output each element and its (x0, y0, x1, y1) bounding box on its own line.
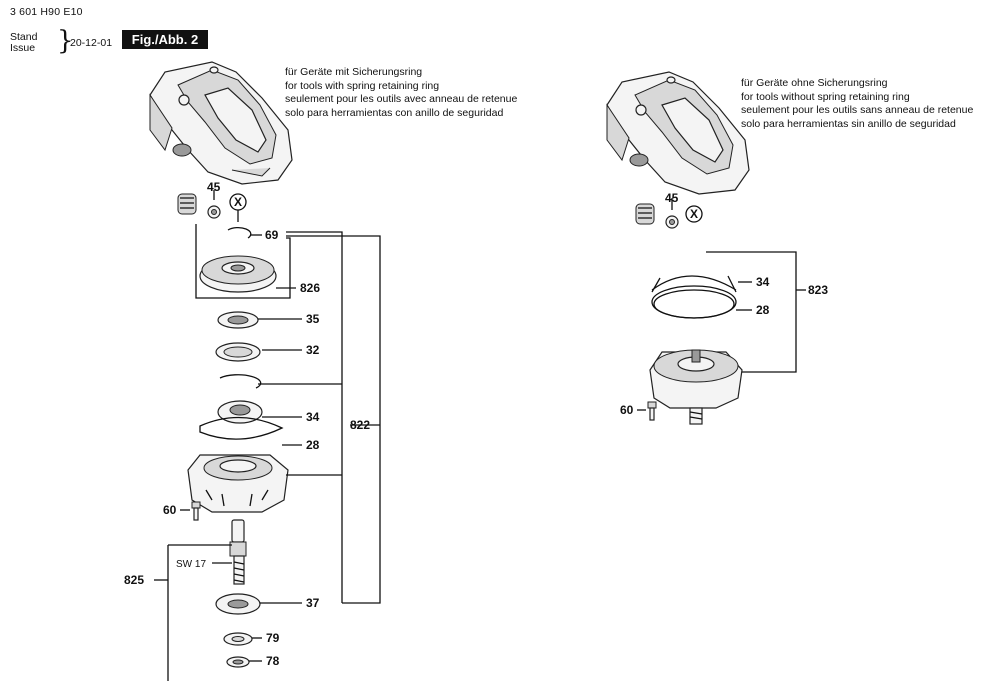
note-line: seulement pour les outils avec anneau de… (285, 93, 518, 105)
note-line: for tools with spring retaining ring (285, 79, 440, 92)
right-screw-part-60 (647, 401, 657, 421)
label-part-45-right: 45 (665, 191, 679, 205)
brace-glyph: } (57, 26, 74, 56)
note-with-retaining-ring: für Geräte mit Sicherungsring for tools … (285, 66, 517, 120)
left-ring-part-28 (199, 416, 284, 440)
left-spindle-part-825 (229, 519, 247, 585)
label-part-60-right: 60 (620, 403, 634, 417)
left-screw-part-60 (191, 501, 201, 521)
right-retaining-part-34 (651, 275, 737, 293)
label-part-822: 822 (350, 418, 370, 432)
left-washer-part-78 (226, 656, 250, 668)
label-part-60-left: 60 (163, 503, 177, 517)
right-leader-lines (637, 198, 806, 411)
issue-date: 20-12-01 (70, 37, 113, 49)
label-part-78: 78 (266, 654, 280, 668)
issue-label: Issue (10, 42, 36, 54)
label-sw17: SW 17 (176, 559, 206, 570)
note-without-retaining-ring: für Geräte ohne Sicherungsring for tools… (741, 77, 973, 131)
label-part-826: 826 (300, 281, 320, 295)
label-part-28-left: 28 (306, 438, 320, 452)
note-line: für Geräte ohne Sicherungsring (741, 77, 888, 89)
figure-badge: Fig./Abb. 2 (122, 30, 208, 49)
note-line: seulement pour les outils sans anneau de… (741, 104, 974, 116)
left-leader-lines (154, 190, 381, 681)
right-pinion-part-45 (635, 203, 679, 229)
left-flange-housing (187, 454, 289, 513)
label-part-825: 825 (124, 573, 144, 587)
left-bearing-part-37 (215, 593, 261, 615)
left-ring-part-32 (215, 342, 261, 362)
label-x-left: X (234, 195, 242, 209)
right-bearing-flange-assembly (649, 349, 743, 425)
label-part-45-left: 45 (207, 180, 221, 194)
document-number: 3 601 H90 E10 (10, 6, 83, 18)
left-washer-part-79 (223, 632, 253, 646)
label-part-79: 79 (266, 631, 280, 645)
note-line: für Geräte mit Sicherungsring (285, 66, 423, 78)
note-line: for tools without spring retaining ring (741, 90, 910, 103)
label-part-32: 32 (306, 343, 320, 357)
left-circlip-part-69 (227, 226, 252, 239)
note-line: solo para herramientas sin anillo de seg… (741, 117, 956, 130)
left-bevel-gear-part-826 (199, 255, 277, 293)
stand-label: Stand (10, 31, 38, 43)
label-part-35: 35 (306, 312, 320, 326)
label-part-69: 69 (265, 228, 279, 242)
left-circlip-ring (219, 374, 262, 389)
label-part-34-left: 34 (306, 410, 320, 424)
right-ring-part-28 (651, 285, 737, 319)
left-seal-part-35 (217, 311, 259, 329)
left-gear-housing-illustration (149, 61, 293, 185)
label-part-823: 823 (808, 283, 828, 297)
left-pinion-part-45 (177, 193, 221, 219)
label-part-37: 37 (306, 596, 320, 610)
label-part-34-right: 34 (756, 275, 770, 289)
label-x-right: X (690, 207, 698, 221)
label-part-28-right: 28 (756, 303, 770, 317)
right-gear-housing-illustration (606, 71, 750, 195)
note-line: solo para herramientas con anillo de seg… (285, 106, 504, 119)
